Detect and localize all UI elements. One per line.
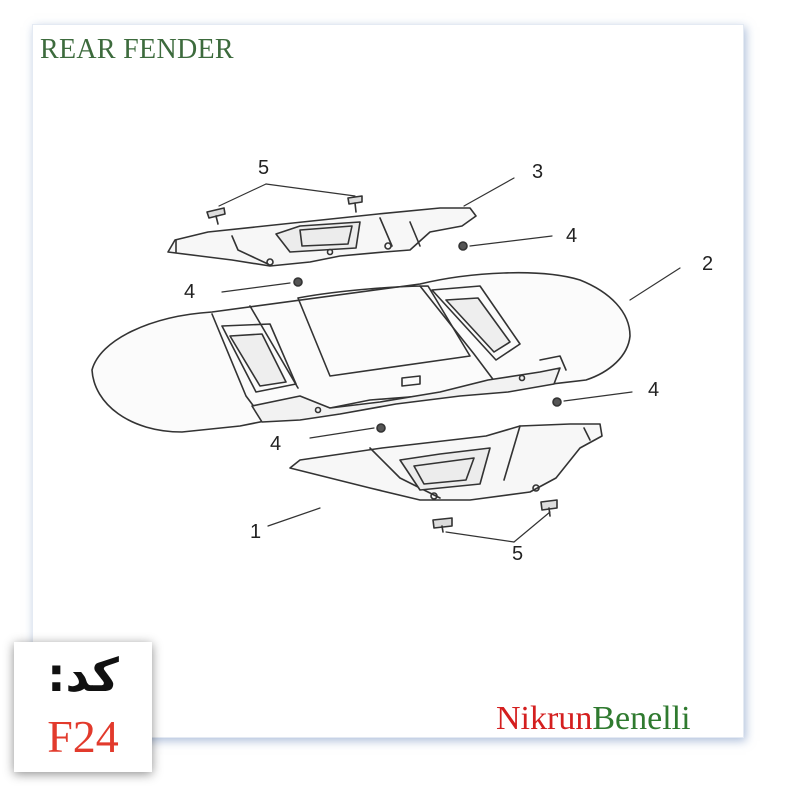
callout-1: 1 — [250, 521, 261, 543]
screws-part-5 — [206, 195, 558, 533]
callout-4-lower-left: 4 — [270, 433, 281, 455]
callout-labels: 5 3 4 4 2 4 4 1 5 — [184, 157, 713, 565]
callout-5-top: 5 — [258, 157, 269, 179]
callout-5-bottom: 5 — [512, 543, 523, 565]
brand-part-benelli: Benelli — [592, 700, 691, 737]
code-value: F24 — [47, 711, 119, 762]
brand-part-nikrun: Nikrun — [496, 700, 593, 737]
diagram-title: REAR FENDER — [40, 34, 234, 65]
callout-3: 3 — [532, 161, 543, 183]
callout-4-left: 4 — [184, 281, 195, 303]
part-3-upper-bracket — [167, 207, 477, 267]
callout-4-upper-right: 4 — [566, 225, 577, 247]
part-2-main-fender — [91, 271, 631, 433]
leader-lines — [218, 177, 681, 543]
part-1-lower-bracket — [289, 423, 603, 501]
part-code-box: کد: F24 — [14, 642, 152, 772]
callout-4-right: 4 — [648, 379, 659, 401]
code-label: کد: — [47, 648, 119, 702]
callout-2: 2 — [702, 253, 713, 275]
nuts-part-4 — [293, 241, 562, 433]
brand-watermark: NikrunBenelli — [496, 700, 691, 738]
